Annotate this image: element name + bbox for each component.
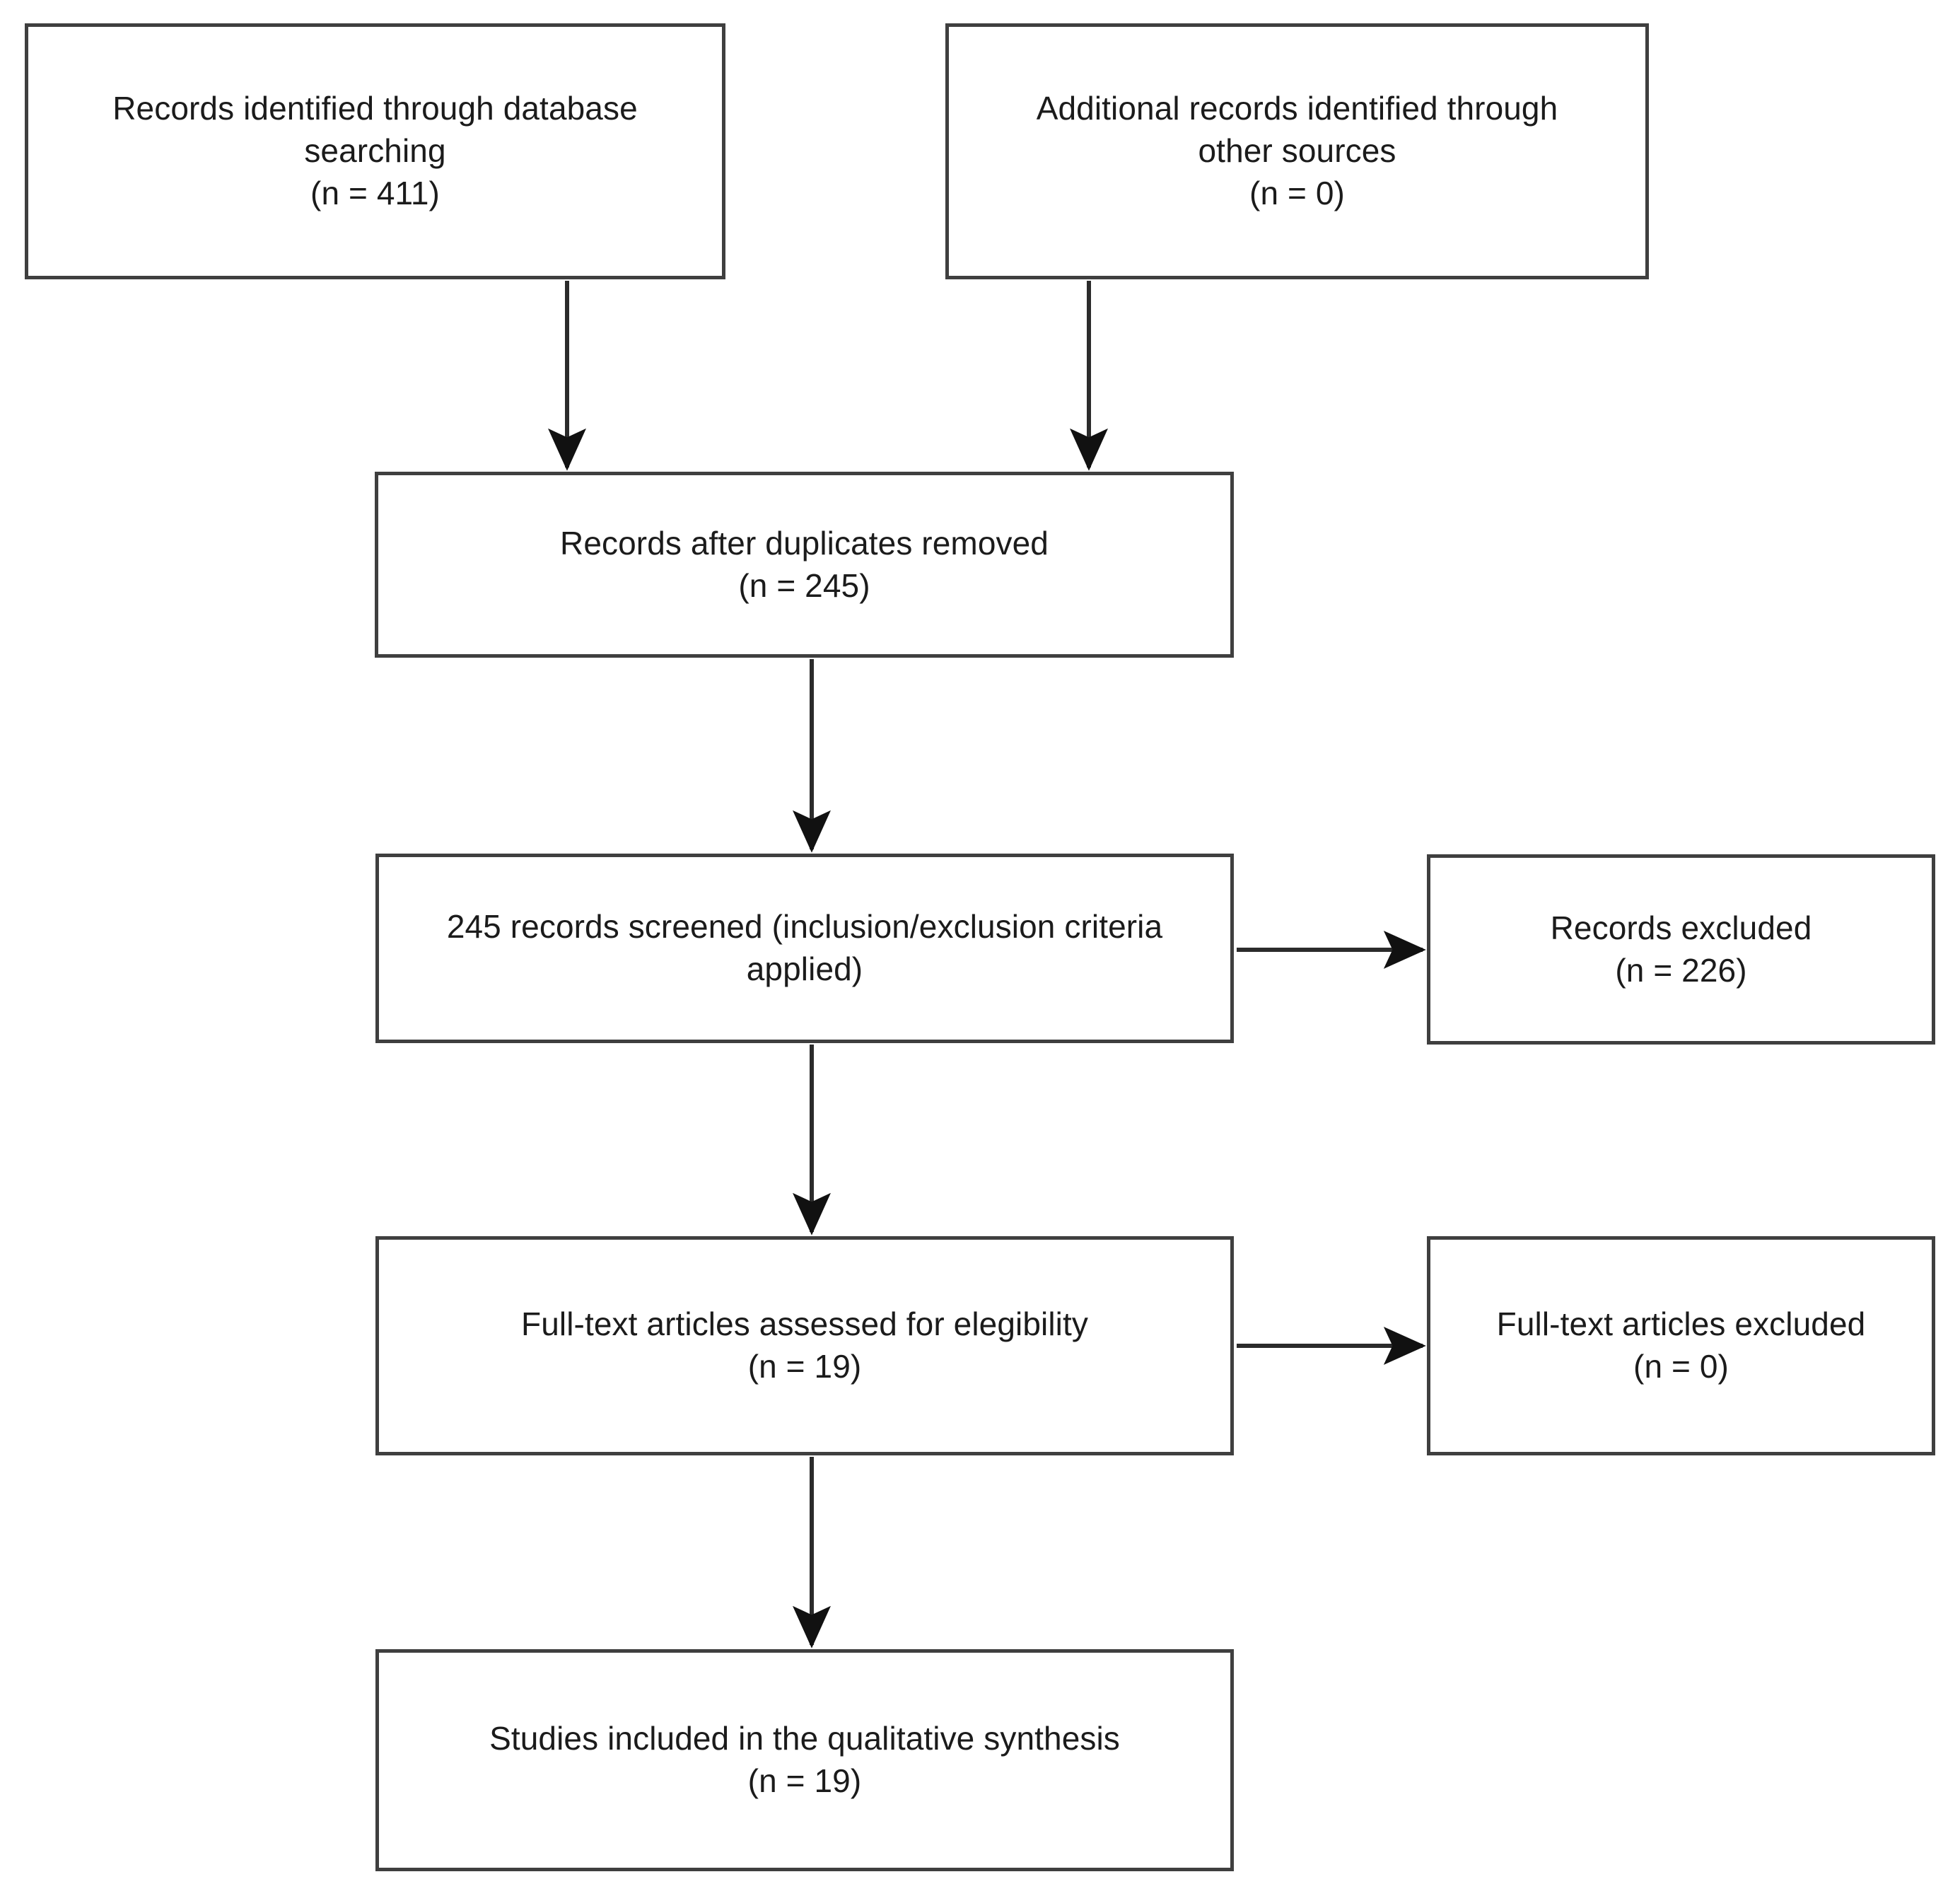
node-label: Full-text articles excluded (n = 0)	[1496, 1305, 1866, 1385]
node-records-screened: 245 records screened (inclusion/exclusio…	[375, 854, 1234, 1043]
node-studies-included-qualitative-synthesis: Studies included in the qualitative synt…	[375, 1649, 1234, 1871]
node-label: 245 records screened (inclusion/exclusio…	[446, 908, 1163, 987]
node-label: Records identified through database sear…	[112, 90, 638, 211]
node-records-excluded: Records excluded (n = 226)	[1427, 854, 1935, 1045]
node-full-text-articles-excluded: Full-text articles excluded (n = 0)	[1427, 1236, 1935, 1455]
node-records-identified-database: Records identified through database sear…	[25, 23, 725, 279]
node-records-after-duplicates-removed: Records after duplicates removed (n = 24…	[375, 472, 1234, 658]
node-full-text-articles-assessed: Full-text articles assessed for elegibil…	[375, 1236, 1234, 1455]
node-label: Full-text articles assessed for elegibil…	[521, 1305, 1088, 1385]
node-label: Records excluded (n = 226)	[1550, 909, 1812, 989]
node-label: Studies included in the qualitative synt…	[489, 1720, 1120, 1799]
node-records-identified-other-sources: Additional records identified through ot…	[945, 23, 1649, 279]
node-label: Records after duplicates removed (n = 24…	[560, 524, 1049, 604]
node-label: Additional records identified through ot…	[1036, 90, 1558, 211]
